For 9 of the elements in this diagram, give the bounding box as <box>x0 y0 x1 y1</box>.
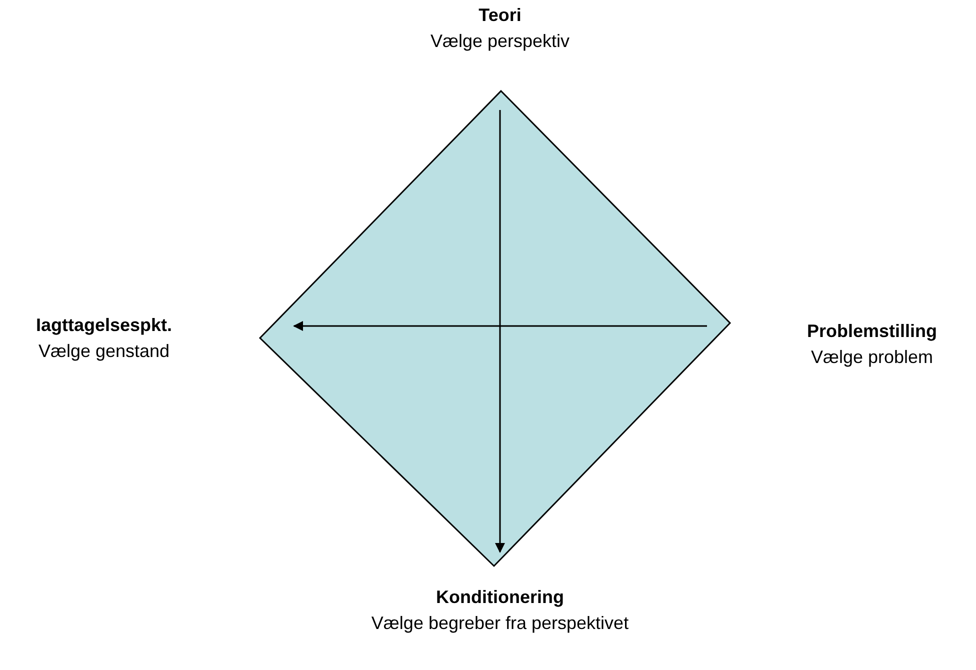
node-heading: Konditionering <box>436 586 564 609</box>
node-description: Vælge genstand <box>38 340 170 363</box>
node-description: Vælge begreber fra perspektivet <box>371 612 629 635</box>
node-heading: Teori <box>478 4 522 27</box>
node-heading: Iagttagelsespkt. <box>36 314 172 337</box>
node-heading: Problemstilling <box>806 320 938 343</box>
node-description: Vælge problem <box>810 346 934 369</box>
node-description: Vælge perspektiv <box>430 30 570 53</box>
diamond-shape <box>258 90 732 568</box>
